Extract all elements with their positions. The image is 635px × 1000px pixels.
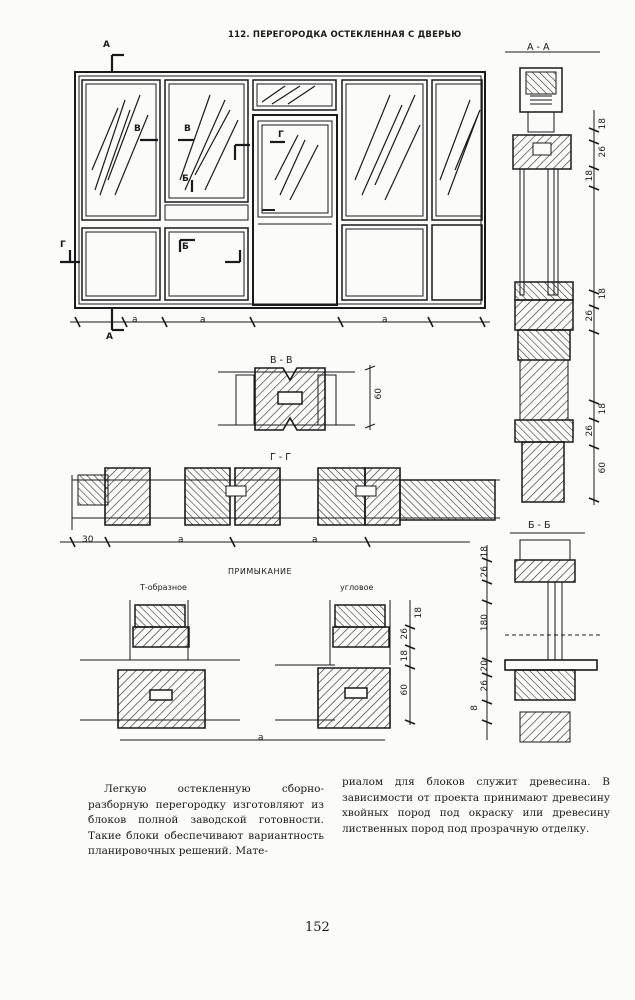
marker-v-1: В xyxy=(134,124,141,134)
marker-a-top: А xyxy=(103,40,110,50)
section-a-a xyxy=(505,51,600,505)
dim-junction-60: 60 xyxy=(400,684,410,696)
section-label-a-a: А - А xyxy=(527,42,550,53)
dim-aa-26-2: 26 xyxy=(585,310,595,322)
marker-a-bottom: А xyxy=(106,332,113,342)
marker-b-2: Б xyxy=(182,242,189,252)
dim-aa-18-1: 18 xyxy=(598,118,608,130)
body-text-right: риалом для блоков служит древесина. В за… xyxy=(342,775,610,837)
dim-junction-18: 18 xyxy=(414,607,424,619)
junction-t-shaped xyxy=(80,600,385,741)
dim-bb-20: 20 xyxy=(480,660,490,672)
dim-aa-26-3: 26 xyxy=(585,425,595,437)
section-g-g xyxy=(60,467,500,548)
marker-g-door: Г xyxy=(278,130,284,140)
dim-bb-26-2: 26 xyxy=(480,680,490,692)
body-paragraph-left: Легкую остекленную сборно-разборную пере… xyxy=(88,783,324,857)
body-text-left: Легкую остекленную сборно-разборную пере… xyxy=(88,782,324,860)
marker-v-2: В xyxy=(184,124,191,134)
junction-t-label: Т-образное xyxy=(140,583,187,592)
page-number: 152 xyxy=(305,920,330,935)
junction-corner xyxy=(275,600,416,729)
body-paragraph-right: риалом для блоков служит древесина. В за… xyxy=(342,776,610,835)
section-v-v xyxy=(218,365,376,431)
dim-gg-a-2: а xyxy=(312,535,318,545)
dim-junction-a: а xyxy=(258,733,264,743)
dim-a-3: а xyxy=(382,315,388,325)
dim-gg-30: 30 xyxy=(82,535,94,545)
dim-a-2: а xyxy=(200,315,206,325)
dim-aa-26-1: 26 xyxy=(598,146,608,158)
dim-junction-18b: 18 xyxy=(400,650,410,662)
junction-corner-label: угловое xyxy=(340,583,374,592)
dim-bb-26-1: 26 xyxy=(480,566,490,578)
junction-heading: ПРИМЫКАНИЕ xyxy=(228,567,292,576)
figure-title: 112. ПЕРЕГОРОДКА ОСТЕКЛЕННАЯ С ДВЕРЬЮ xyxy=(228,30,462,40)
dim-gg-a-1: а xyxy=(178,535,184,545)
marker-g-left: Г xyxy=(60,240,66,250)
section-b-b xyxy=(481,532,600,743)
marker-b-1: Б xyxy=(182,174,189,184)
section-label-v-v: В - В xyxy=(270,355,293,366)
dim-vv-60: 60 xyxy=(374,388,384,400)
dim-bb-18-1: 18 xyxy=(480,546,490,558)
section-label-b-b: Б - Б xyxy=(528,520,551,531)
dim-aa-60: 60 xyxy=(598,462,608,474)
dim-aa-18-3: 18 xyxy=(598,288,608,300)
dim-a-1: а xyxy=(132,315,138,325)
section-label-g-g: Г - Г xyxy=(270,452,292,463)
dim-junction-26: 26 xyxy=(400,628,410,640)
dim-bb-8: 8 xyxy=(470,705,480,711)
dim-bb-180: 180 xyxy=(480,614,490,632)
elevation-view xyxy=(60,53,490,332)
dim-aa-18-4: 18 xyxy=(598,403,608,415)
dim-aa-18-2: 18 xyxy=(585,170,595,182)
